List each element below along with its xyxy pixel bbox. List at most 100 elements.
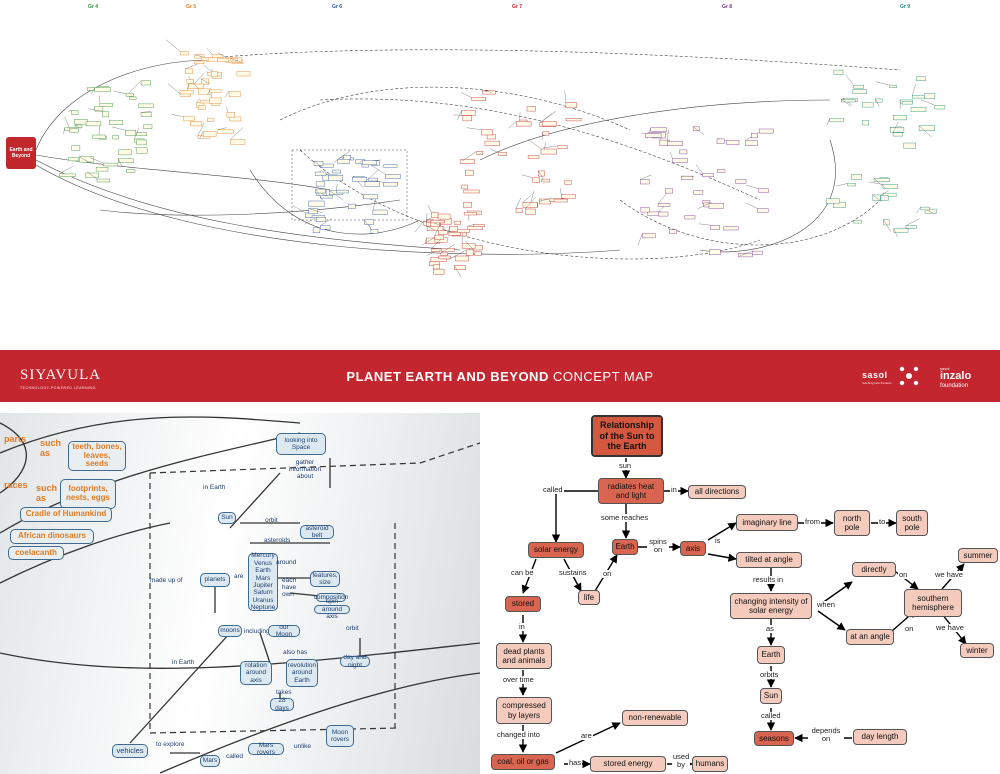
overview-link xyxy=(64,116,70,129)
overview-node xyxy=(910,107,927,112)
humans-node: humans xyxy=(692,756,728,772)
overview-node xyxy=(892,132,903,137)
overview-link xyxy=(88,108,103,112)
overview-link xyxy=(315,189,323,200)
overview-node xyxy=(853,220,862,224)
overview-link xyxy=(461,92,472,98)
overview-node xyxy=(463,202,472,208)
overview-link xyxy=(746,184,759,189)
sasol-star-icon xyxy=(899,366,919,386)
overview-link xyxy=(466,127,482,130)
north-pole-node: north pole xyxy=(834,510,870,536)
overview-node xyxy=(180,51,189,56)
overview-link xyxy=(206,48,213,55)
overview-node xyxy=(332,169,341,174)
photo-node: 28 days xyxy=(270,697,294,712)
overview-node xyxy=(449,225,458,232)
siyavula-logo: SIYAVULA xyxy=(20,367,102,383)
overview-link xyxy=(695,164,703,174)
overview-node xyxy=(672,158,688,163)
photo-node: looking into Space xyxy=(276,433,326,455)
overview-link xyxy=(842,97,852,106)
overview-node xyxy=(85,172,99,178)
overview-link xyxy=(519,112,521,121)
overview-node xyxy=(228,91,241,97)
overview-link xyxy=(905,218,920,226)
overview-node xyxy=(212,54,224,58)
overview-node xyxy=(461,110,476,116)
overview-node xyxy=(186,79,195,84)
overview-link xyxy=(845,74,854,86)
overview-node xyxy=(893,114,908,121)
photo-text: asteroids xyxy=(264,537,291,544)
overview-node xyxy=(702,200,711,205)
photo-text: made up of xyxy=(150,577,183,584)
link-label: called xyxy=(542,485,564,495)
overview-node xyxy=(311,215,325,219)
overview-node xyxy=(217,129,234,134)
overview-node xyxy=(751,132,758,139)
photo-text: such as xyxy=(40,438,62,458)
overview-node xyxy=(355,159,366,164)
overview-link xyxy=(230,127,244,140)
overview-node xyxy=(209,97,222,104)
overview-link xyxy=(316,190,326,196)
overview-link xyxy=(841,99,852,107)
link-label: can be xyxy=(510,568,535,578)
overview-link xyxy=(527,138,542,150)
overview-node xyxy=(717,169,726,173)
link-label: results in xyxy=(752,575,785,585)
overview-link xyxy=(667,129,669,142)
overview-node xyxy=(308,208,318,215)
overview-network xyxy=(35,39,946,278)
link-label: some reaches xyxy=(600,513,650,523)
overview-node xyxy=(553,198,568,203)
overview-link xyxy=(836,183,848,187)
link-label: used by xyxy=(672,752,690,770)
overview-link xyxy=(426,213,428,223)
overview-link xyxy=(465,240,476,252)
overview-node xyxy=(564,180,572,185)
overview-node xyxy=(103,162,118,167)
overview-node xyxy=(98,86,109,90)
photo-node: African dinosaurs xyxy=(10,529,94,544)
overview-link xyxy=(692,126,705,135)
overview-node xyxy=(463,189,480,194)
overview-node xyxy=(198,105,206,111)
overview-node xyxy=(320,225,331,230)
overview-node xyxy=(337,158,350,164)
overview-link xyxy=(425,237,427,244)
photo-text: unlike xyxy=(294,743,311,750)
overview-link xyxy=(352,176,364,188)
overview-link xyxy=(924,208,933,214)
life-node: life xyxy=(578,590,600,605)
overview-node xyxy=(143,124,153,129)
photo-node: Moon rovers xyxy=(326,725,354,747)
overview-link xyxy=(75,124,81,129)
earth-node: Earth xyxy=(612,539,638,555)
link-label: called xyxy=(760,711,782,721)
overview-node xyxy=(542,131,550,136)
overview-node xyxy=(659,139,670,146)
overview-link xyxy=(423,213,439,223)
photo-text: orbit xyxy=(265,517,278,524)
overview-link xyxy=(334,155,344,163)
title-bold: PLANET EARTH AND BEYOND xyxy=(346,369,549,384)
overview-node xyxy=(872,194,881,201)
overview-node xyxy=(102,111,109,118)
photo-text: to explore xyxy=(156,741,185,748)
overview-link xyxy=(508,121,517,129)
overview-link xyxy=(293,205,306,214)
overview-node xyxy=(434,234,444,240)
photo-node: our Moon xyxy=(268,624,300,638)
overview-node xyxy=(826,198,840,204)
overview-link xyxy=(657,192,668,204)
overview-node xyxy=(59,173,76,177)
overview-node xyxy=(726,140,740,145)
photo-node: revolution around Earth xyxy=(286,659,318,687)
overview-link xyxy=(359,160,363,163)
overview-node xyxy=(196,102,205,108)
overview-node xyxy=(934,104,946,110)
overview-node xyxy=(710,225,720,230)
overview-node xyxy=(138,103,154,109)
